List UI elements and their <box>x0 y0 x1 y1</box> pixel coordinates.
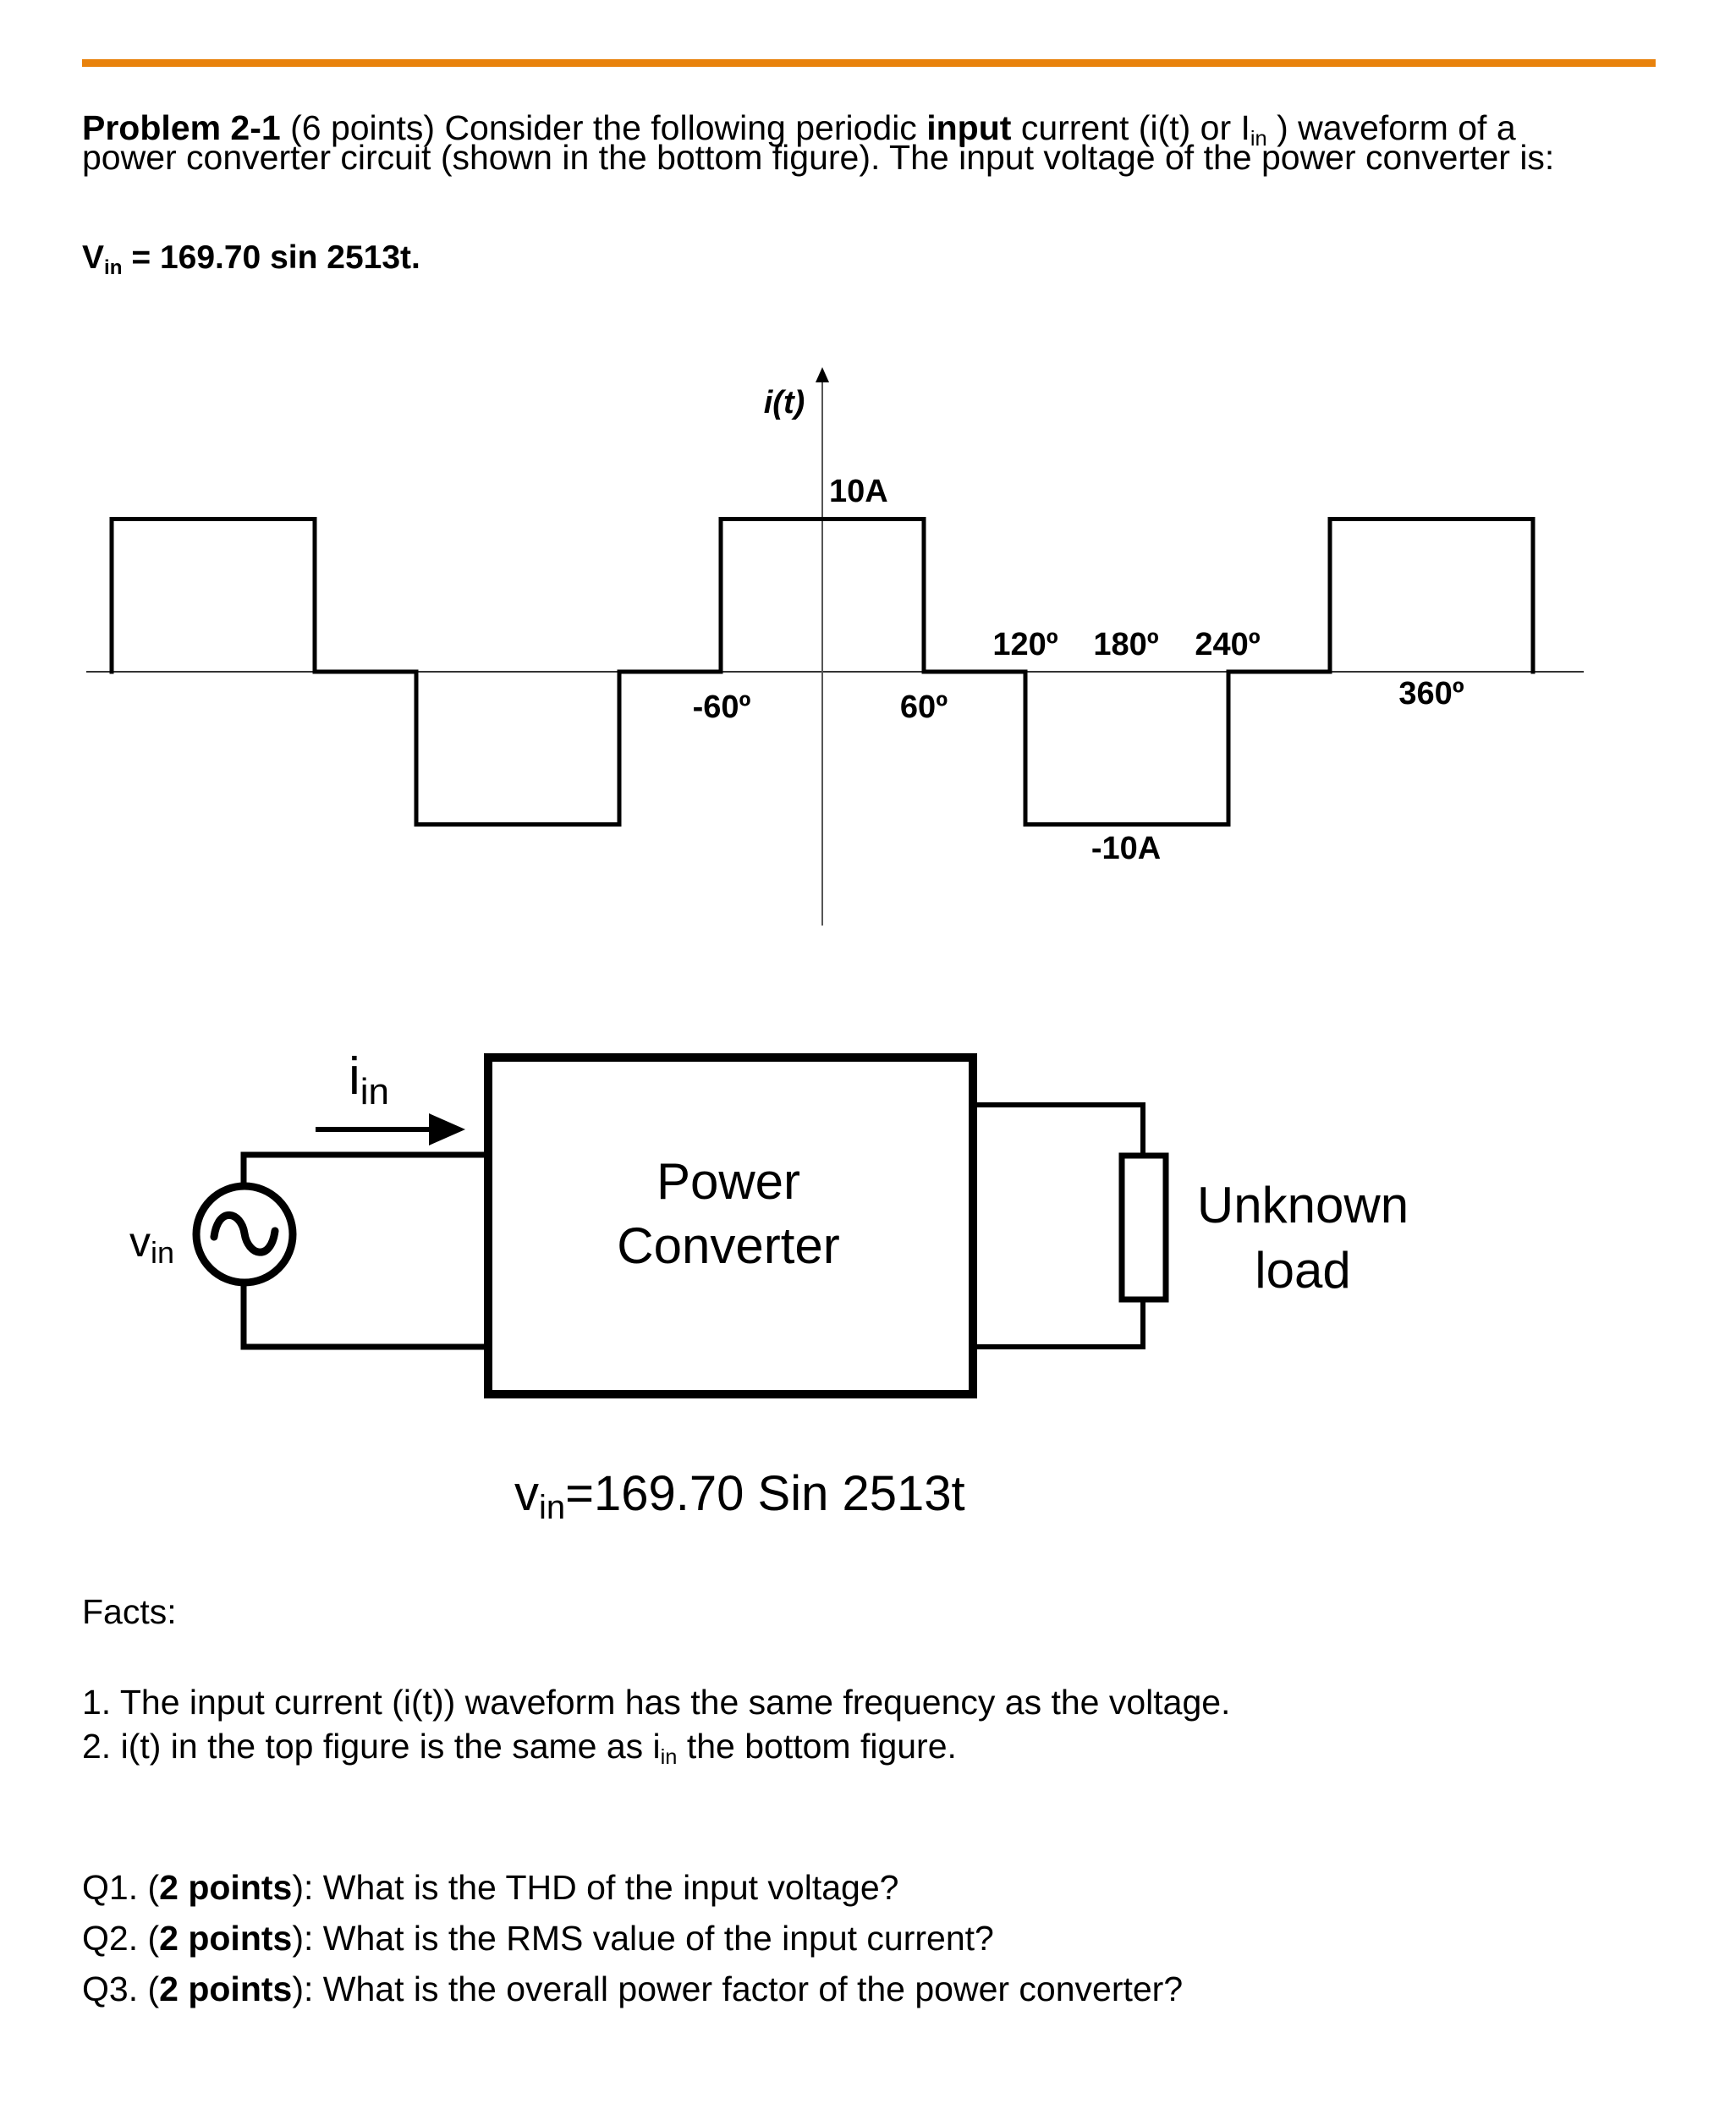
question-text: ): What is the THD of the input voltage? <box>292 1868 899 1907</box>
y-axis-label: i(t) <box>764 385 805 420</box>
input-voltage-formula: Vin = 169.70 sin 2513t. <box>82 239 420 277</box>
problem-title: Problem 2-1 <box>82 108 281 147</box>
question-text: ): What is the overall power factor of t… <box>292 1969 1184 2008</box>
problem-text: Consider the following periodic <box>444 108 917 147</box>
question-1: Q1. (2 points): What is the THD of the i… <box>82 1871 898 1905</box>
current-arrow-icon <box>429 1113 465 1145</box>
converter-label-line2: Converter <box>617 1217 839 1274</box>
current-waveform-figure: i(t) 10A -10A -60º 60º 120º 180º 240º 36… <box>86 367 1584 926</box>
source-top-wire <box>240 1151 488 1183</box>
fact-item-1: 1. The input current (i(t)) waveform has… <box>82 1683 1231 1722</box>
problem-text: current (i(t) or I <box>1020 108 1250 147</box>
problem-points: (6 points) <box>290 108 436 147</box>
question-2: Q2. (2 points): What is the RMS value of… <box>82 1921 994 1956</box>
question-points: 2 points <box>159 1919 293 1958</box>
facts-heading: Facts: <box>82 1592 177 1631</box>
formula-value: = 169.70 sin 2513t. <box>122 239 420 276</box>
question-points: 2 points <box>159 1969 293 2008</box>
subscript: in <box>660 1745 678 1770</box>
subscript: in <box>104 255 123 279</box>
load-top-wire <box>973 1102 1145 1153</box>
tick-label-minus-60: -60º <box>693 689 751 725</box>
question-3: Q3. (2 points): What is the overall powe… <box>82 1972 1183 2007</box>
problem-text-bold: input <box>926 108 1012 147</box>
question-points: 2 points <box>159 1868 293 1907</box>
tick-label-60: 60º <box>900 689 948 725</box>
positive-amplitude-label: 10A <box>829 474 888 509</box>
question-number: Q2. ( <box>82 1919 160 1958</box>
problem-text: ) waveform of a <box>1277 108 1516 147</box>
y-axis-arrow-icon <box>816 367 829 382</box>
fact-text: the bottom figure. <box>677 1727 957 1766</box>
problem-statement-line2: power converter circuit (shown in the bo… <box>82 138 1555 177</box>
negative-amplitude-label: -10A <box>1091 831 1161 866</box>
sine-wave-icon <box>210 1211 279 1256</box>
tick-label-240: 240º <box>1195 627 1260 662</box>
question-text: ): What is the RMS value of the input cu… <box>292 1919 994 1958</box>
formula-symbol: V <box>82 239 105 276</box>
tick-label-360: 360º <box>1398 676 1464 711</box>
input-current-label: iin <box>349 1047 389 1112</box>
question-number: Q3. ( <box>82 1969 160 2008</box>
power-converter-box <box>484 1053 977 1398</box>
problem-statement-line1: Problem 2-1 (6 points) Consider the foll… <box>82 108 1516 150</box>
load-label-line2: load <box>1255 1242 1350 1299</box>
fact-text: 2. i(t) in the top figure is the same as… <box>82 1727 661 1766</box>
converter-label-line1: Power <box>656 1153 800 1210</box>
source-bottom-wire <box>240 1286 488 1350</box>
load-resistor-icon <box>1118 1152 1169 1303</box>
load-bottom-wire <box>973 1300 1145 1349</box>
question-number: Q1. ( <box>82 1868 160 1907</box>
fact-item-2: 2. i(t) in the top figure is the same as… <box>82 1727 957 1768</box>
subscript: in <box>1250 127 1267 151</box>
tick-label-120: 120º <box>992 627 1058 662</box>
circuit-voltage-formula: vin=169.70 Sin 2513t <box>514 1466 965 1526</box>
load-label-line1: Unknown <box>1197 1177 1409 1233</box>
header-rule <box>82 59 1656 67</box>
tick-label-180: 180º <box>1093 627 1158 662</box>
source-label: vin <box>129 1218 174 1270</box>
waveform-series <box>109 517 1535 827</box>
ac-source-icon <box>192 1182 297 1287</box>
